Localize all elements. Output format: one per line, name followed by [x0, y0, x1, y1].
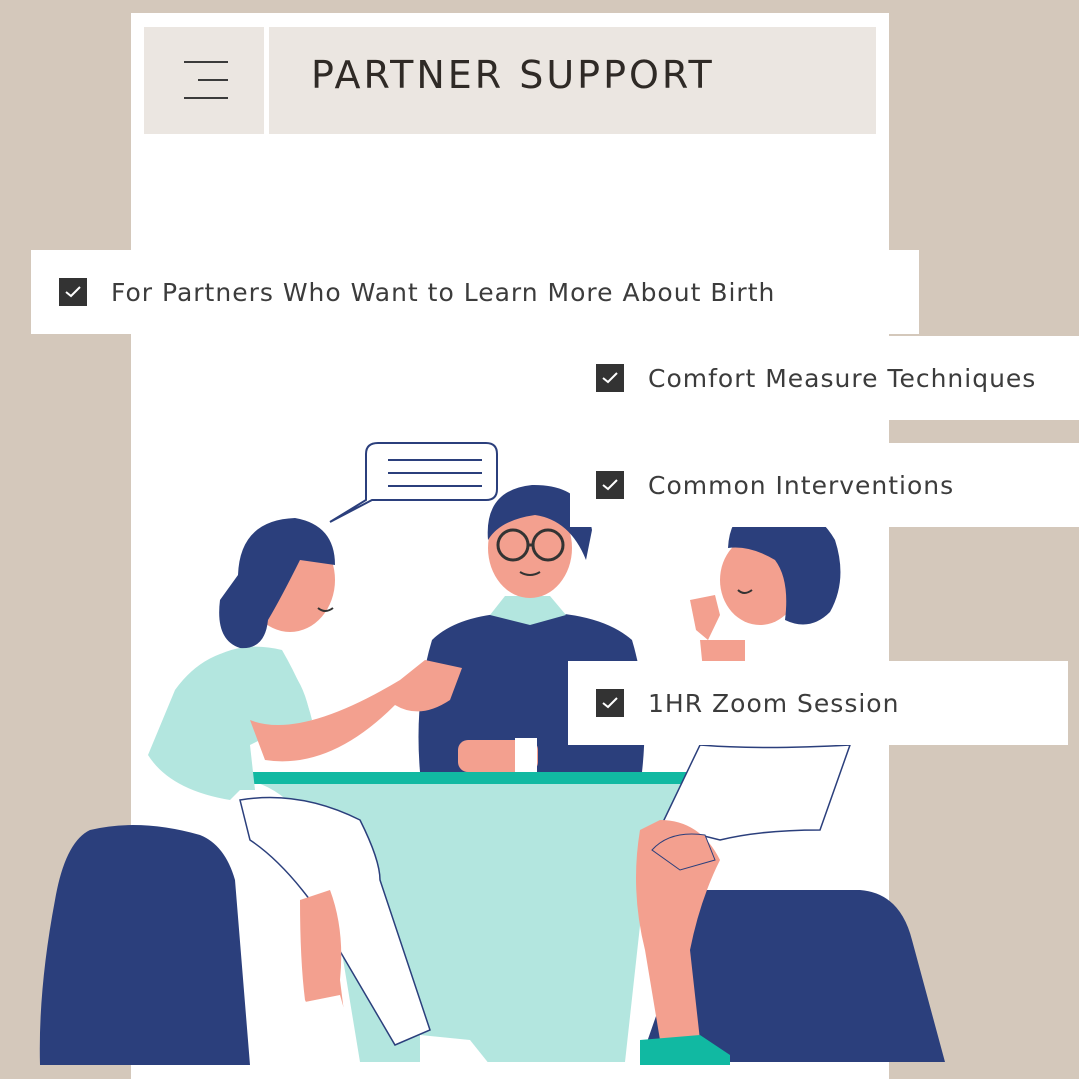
woman-figure: [148, 518, 490, 1065]
checklist-item-label: Comfort Measure Techniques: [648, 363, 1037, 393]
checkbox-checked-icon[interactable]: [596, 471, 624, 499]
header-bar: PARTNER SUPPORT: [269, 27, 876, 134]
checklist-item-3: Common Interventions: [570, 443, 1079, 527]
checklist-item-label: 1HR Zoom Session: [648, 688, 900, 718]
checklist-item-label: Common Interventions: [648, 470, 955, 500]
checklist-item-2: Comfort Measure Techniques: [570, 336, 1079, 420]
hamburger-icon: [184, 61, 228, 101]
checklist-item-4: 1HR Zoom Session: [568, 661, 1068, 745]
page-title: PARTNER SUPPORT: [311, 53, 715, 97]
checkbox-checked-icon[interactable]: [596, 689, 624, 717]
checkbox-checked-icon[interactable]: [596, 364, 624, 392]
menu-button[interactable]: [144, 27, 264, 134]
checklist-item-1: For Partners Who Want to Learn More Abou…: [31, 250, 919, 334]
checklist-item-label: For Partners Who Want to Learn More Abou…: [111, 277, 776, 307]
checkbox-checked-icon[interactable]: [59, 278, 87, 306]
speech-bubble-icon: [329, 442, 498, 523]
